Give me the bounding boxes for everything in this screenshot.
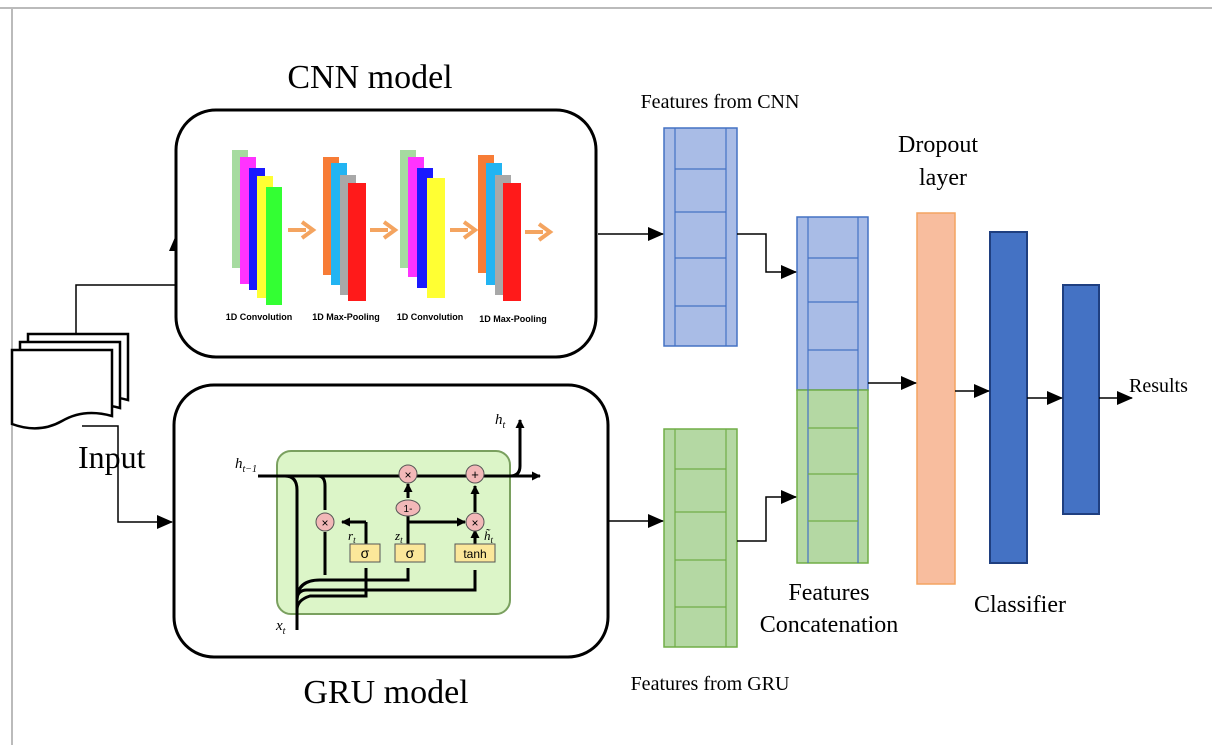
classifier-layer-2 (1062, 284, 1100, 515)
multiply-op-left: × (315, 512, 335, 532)
svg-text:×: × (471, 516, 478, 530)
features-gru-label: Features from GRU (631, 673, 790, 695)
input-to-gru-arrow (82, 425, 173, 529)
cnn-features-to-concat-arrow (737, 233, 797, 279)
svg-text:×: × (321, 516, 328, 530)
concat-label-line1: Features (788, 580, 869, 606)
cnn-step-label-3: 1D Convolution (397, 312, 464, 322)
plus-op: + (465, 464, 485, 484)
svg-text:σ: σ (361, 545, 370, 561)
gru-cell-wiring (258, 419, 541, 630)
classifier-layer-1 (989, 231, 1028, 564)
label-z-t: zt (394, 528, 403, 545)
label-x-t: xt (275, 618, 286, 637)
input-documents-icon (10, 332, 130, 430)
sigma-gate-1: σ (349, 543, 381, 563)
multiply-op-right: × (465, 512, 485, 532)
gru-variable-labels: ht ht−1 xt rt zt h̃t (235, 412, 506, 637)
sigma-gate-2: σ (394, 543, 426, 563)
one-minus-op: 1- (395, 499, 421, 517)
conv-block-1 (232, 150, 282, 305)
dropout-layer (916, 212, 956, 585)
conv-block-2 (400, 150, 445, 298)
orange-arrow-4 (525, 222, 554, 242)
label-h-prev: ht−1 (235, 456, 257, 475)
gru-cell-box (276, 450, 511, 615)
label-h-tilde: h̃t (484, 528, 494, 545)
label-h-t: ht (495, 412, 506, 431)
concat-label-line2: Concatenation (760, 612, 899, 638)
orange-arrow-1 (288, 220, 317, 240)
orange-arrow-3 (450, 220, 479, 240)
cnn-step-label-2: 1D Max-Pooling (312, 312, 380, 322)
svg-text:tanh: tanh (463, 547, 486, 561)
svg-text:×: × (404, 468, 411, 482)
orange-arrow-2 (370, 220, 399, 240)
svg-text:σ: σ (406, 545, 415, 561)
pool-block-1 (323, 157, 366, 301)
dropout-label-line1: Dropout (898, 132, 978, 158)
svg-text:+: + (471, 467, 479, 482)
concat-vector (796, 216, 869, 564)
multiply-op-top: × (398, 464, 418, 484)
features-cnn-label: Features from CNN (641, 91, 800, 113)
cnn-feature-vector (663, 127, 738, 347)
tanh-gate: tanh (454, 543, 496, 563)
gru-model-title: GRU model (303, 674, 468, 711)
results-label: Results (1129, 375, 1188, 397)
svg-text:1-: 1- (404, 504, 413, 515)
cnn-step-label-1: 1D Convolution (226, 312, 293, 322)
cnn-step-label-4: 1D Max-Pooling (479, 314, 547, 324)
dropout-label-line2: layer (919, 165, 967, 191)
gru-features-to-concat-arrow (737, 490, 797, 542)
cnn-model-title: CNN model (287, 59, 452, 96)
pool-block-2 (478, 155, 521, 301)
label-r-t: rt (348, 528, 356, 545)
gru-feature-vector (663, 428, 738, 648)
classifier-label: Classifier (974, 592, 1066, 618)
input-label: Input (78, 439, 146, 475)
input-to-cnn-arrow (75, 235, 183, 334)
